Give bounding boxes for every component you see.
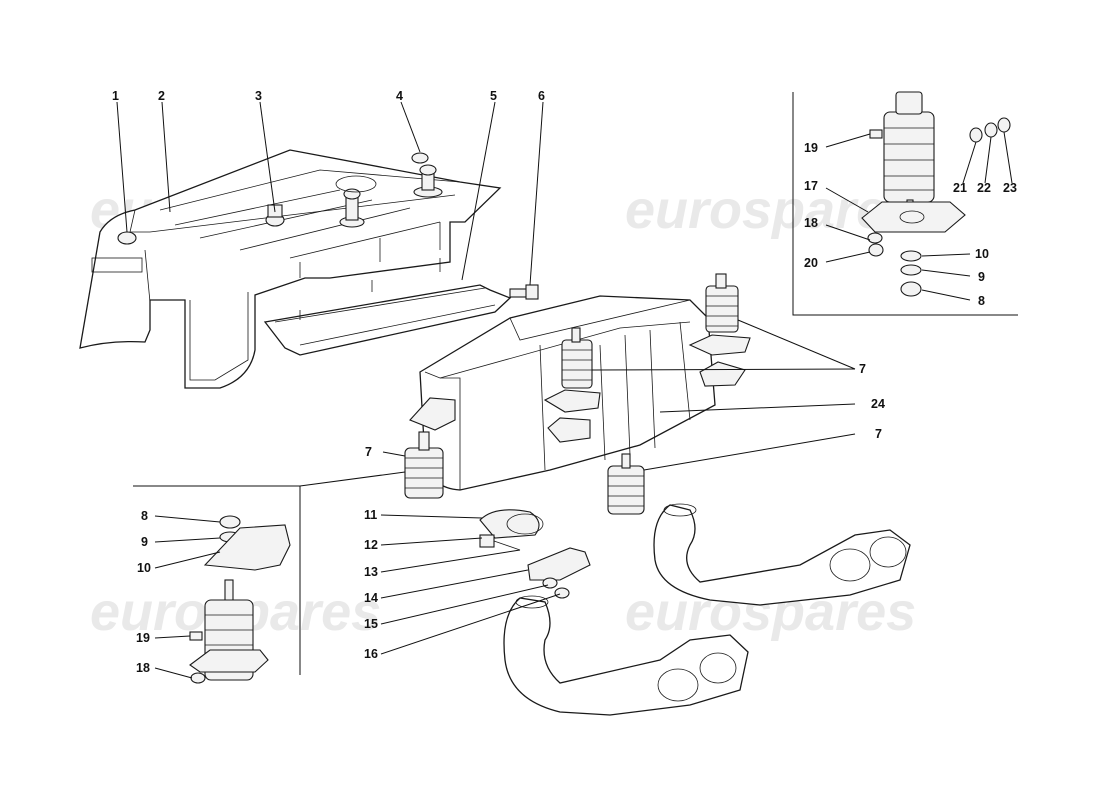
callout-21: 21 <box>953 181 967 195</box>
mount-left <box>404 431 444 499</box>
bolt-6 <box>509 284 539 300</box>
callout-3: 3 <box>255 89 262 103</box>
callout-12: 12 <box>364 538 378 552</box>
engine-cover <box>79 149 502 389</box>
callout-18-top: 18 <box>804 216 818 230</box>
callout-20: 20 <box>804 256 818 270</box>
heat-shield <box>263 258 512 356</box>
callout-7-right: 7 <box>875 427 882 441</box>
callout-9-bottom: 9 <box>141 535 148 549</box>
callout-16: 16 <box>364 647 378 661</box>
callout-7-upper: 7 <box>859 362 866 376</box>
callout-10-bottom: 10 <box>137 561 151 575</box>
exhaust-pipe-lower <box>503 595 749 716</box>
callout-9-top: 9 <box>978 270 985 284</box>
callout-10-top: 10 <box>975 247 989 261</box>
callout-19-top: 19 <box>804 141 818 155</box>
callout-19-bottom: 19 <box>136 631 150 645</box>
bolt-icon <box>509 288 529 298</box>
callout-15: 15 <box>364 617 378 631</box>
callout-17: 17 <box>804 179 818 193</box>
detail-mount-bottom <box>189 515 291 684</box>
callout-4: 4 <box>396 89 403 103</box>
mount-center <box>543 327 601 413</box>
callout-labels: 1 2 3 4 5 6 19 21 22 23 17 18 20 10 9 8 … <box>112 89 1017 675</box>
callout-23: 23 <box>1003 181 1017 195</box>
screw-19-icon <box>869 129 883 139</box>
callout-8-bottom: 8 <box>141 509 148 523</box>
callout-13: 13 <box>364 565 378 579</box>
callout-18-bottom: 18 <box>136 661 150 675</box>
clamp-parts <box>479 509 591 599</box>
callout-6: 6 <box>538 89 545 103</box>
callout-1: 1 <box>112 89 119 103</box>
callout-22: 22 <box>977 181 991 195</box>
callout-5: 5 <box>490 89 497 103</box>
leader-lines <box>116 101 1013 679</box>
callout-11: 11 <box>364 508 377 522</box>
mount-top-right <box>688 273 751 356</box>
mount-right <box>607 453 645 515</box>
callout-7-left: 7 <box>365 445 372 459</box>
exhaust-pipe-upper <box>653 503 911 606</box>
nut-1-icon <box>117 231 137 245</box>
callout-2: 2 <box>158 89 165 103</box>
watermark-top-right: eurospares <box>625 180 916 240</box>
callout-24: 24 <box>871 397 885 411</box>
callout-14: 14 <box>364 591 378 605</box>
cover-fasteners <box>117 152 443 245</box>
callout-8-top: 8 <box>978 294 985 308</box>
